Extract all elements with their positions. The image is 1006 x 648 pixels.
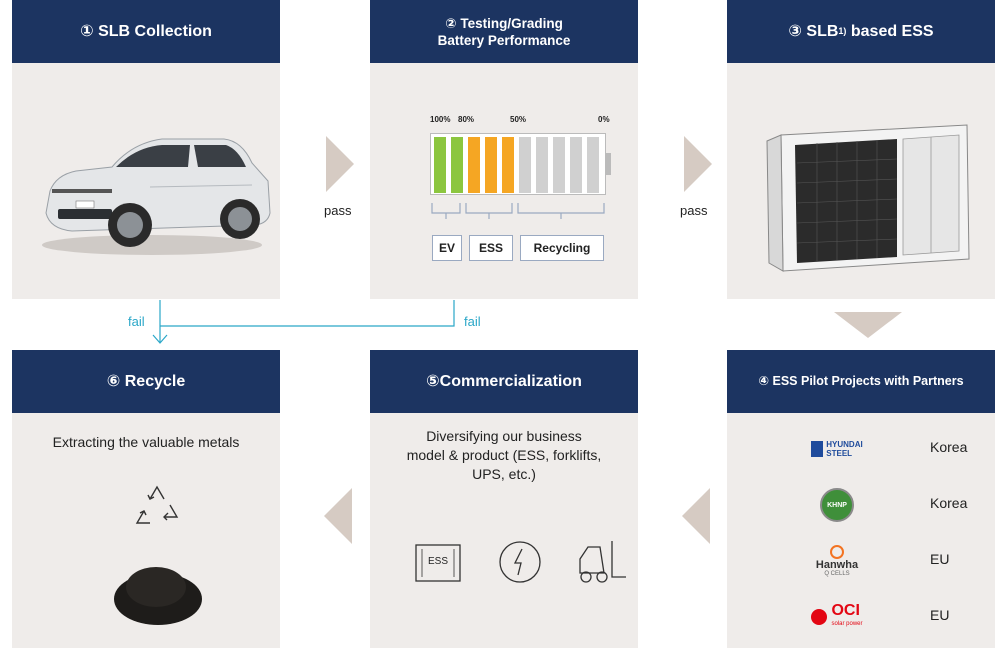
partner-row-oci: OCI solar power EU: [727, 597, 995, 637]
step-5-description: Diversifying our business model & produc…: [370, 427, 638, 484]
lightning-icon: [499, 541, 541, 583]
partner-row-hyundai-steel: HYUNDAI STEEL Korea: [727, 429, 995, 469]
step-6-header: ⑥ Recycle: [12, 350, 280, 413]
step-2-title-line1: ② Testing/Grading: [445, 15, 563, 31]
cell-gray-3: [553, 137, 565, 193]
pct-100-label: 100%: [430, 115, 451, 124]
cell-gray-5: [587, 137, 599, 193]
step-6-recycle: ⑥ Recycle Extracting the valuable metals: [12, 350, 280, 648]
hanwha-qcells-logo: Hanwha Q CELLS: [797, 541, 877, 581]
step-1-panel: [12, 63, 280, 299]
oci-logo: OCI solar power: [797, 597, 877, 637]
partner-row-khnp: KHNP Korea: [727, 485, 995, 525]
category-ess: ESS: [469, 235, 513, 261]
forklift-icon: [579, 541, 626, 583]
hyundai-steel-logo: HYUNDAI STEEL: [797, 429, 877, 469]
partner-row-hanwha: Hanwha Q CELLS EU: [727, 541, 995, 581]
step-3-title-pre: ③ SLB: [788, 23, 839, 40]
step-3-panel: [727, 63, 995, 299]
category-ev: EV: [432, 235, 462, 261]
cell-gray-1: [519, 137, 531, 193]
ess-icon: ESS: [414, 541, 462, 585]
battery-gauge: 100% 80% 50% 0%: [428, 113, 618, 213]
step-5-desc-line1: Diversifying our business: [426, 428, 582, 444]
arrow-left-2: [324, 488, 352, 544]
electric-car-image: [42, 138, 271, 255]
step-5-desc-line2: model & product (ESS, forklifts,: [406, 447, 602, 463]
metal-powder-image: [114, 567, 202, 625]
step-5-panel: Diversifying our business model & produc…: [370, 413, 638, 648]
oci-logo-line1: OCI: [831, 601, 860, 619]
cell-orange-1: [468, 137, 480, 193]
recycle-icon: [135, 485, 179, 524]
grouping-brackets: [431, 203, 605, 219]
pass-label-1: pass: [324, 203, 352, 218]
step-1-header: ① SLB Collection: [12, 0, 280, 63]
pct-80-label: 80%: [458, 115, 475, 124]
region-khnp: Korea: [930, 495, 968, 511]
cell-green-1: [434, 137, 446, 193]
arrow-left-1: [682, 488, 710, 544]
step-3-title-post: based ESS: [846, 23, 934, 40]
cell-green-2: [451, 137, 463, 193]
step-4-panel: HYUNDAI STEEL Korea KHNP Korea Hanwha Q …: [727, 413, 995, 648]
hanwha-logo-line2: Q CELLS: [824, 570, 850, 577]
fail-label-1: fail: [128, 314, 145, 329]
region-oci: EU: [930, 607, 950, 623]
step-4-header: ④ ESS Pilot Projects with Partners: [727, 350, 995, 413]
hanwha-logo-line1: Hanwha: [815, 558, 859, 571]
step-4-pilot-projects: ④ ESS Pilot Projects with Partners HYUND…: [727, 350, 995, 648]
step-2-panel: 100% 80% 50% 0% EV ESS Recycling: [370, 63, 638, 299]
pct-50-label: 50%: [510, 115, 527, 124]
arrow-right-1: [326, 136, 354, 192]
cell-orange-3: [502, 137, 514, 193]
step-1-slb-collection: ① SLB Collection: [12, 0, 280, 299]
step-3-title-sup: 1): [838, 26, 847, 36]
ess-container-image: [766, 124, 970, 272]
arrow-right-2: [684, 136, 712, 192]
arrow-down: [834, 312, 902, 338]
region-hyundai-steel: Korea: [930, 439, 968, 455]
fail-label-2: fail: [464, 314, 481, 329]
step-5-header: ⑤Commercialization: [370, 350, 638, 413]
cell-gray-2: [536, 137, 548, 193]
step-5-desc-line3: UPS, etc.): [472, 466, 536, 482]
step-2-testing-grading: ② Testing/Grading Battery Performance 10…: [370, 0, 638, 299]
oci-logo-line2: solar power: [831, 620, 863, 627]
hyundai-logo-line2: STEEL: [826, 449, 853, 458]
cell-gray-4: [570, 137, 582, 193]
fail-connector: [152, 300, 455, 344]
pct-0-label: 0%: [598, 115, 610, 124]
step-6-panel: Extracting the valuable metals: [12, 413, 280, 648]
battery-tip: [606, 153, 611, 175]
category-recycling: Recycling: [520, 235, 604, 261]
step-2-title-line2: Battery Performance: [437, 32, 571, 48]
cell-orange-2: [485, 137, 497, 193]
khnp-logo: KHNP: [797, 485, 877, 525]
region-hanwha: EU: [930, 551, 950, 567]
step-6-description: Extracting the valuable metals: [52, 434, 240, 450]
ess-icon-label: ESS: [427, 556, 448, 567]
hyundai-logo-line1: HYUNDAI: [826, 440, 863, 449]
pass-label-2: pass: [680, 203, 708, 218]
step-5-commercialization: ⑤Commercialization Diversifying our busi…: [370, 350, 638, 648]
step-2-header: ② Testing/Grading Battery Performance: [370, 0, 638, 63]
